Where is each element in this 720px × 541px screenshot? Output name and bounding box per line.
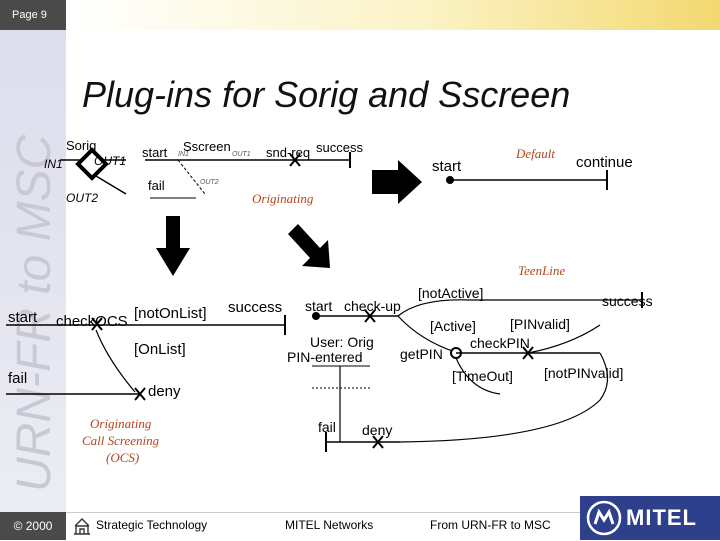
sorig-name: Sorig <box>66 138 96 153</box>
sscreen-fail: fail <box>148 178 165 193</box>
default-map: Default start continue <box>432 146 633 190</box>
sscreen-name: Sscreen <box>183 139 231 154</box>
footer-networks: MITEL Networks <box>285 518 374 532</box>
copyright-text: © 2000 <box>0 512 66 540</box>
default-start: start <box>432 158 462 175</box>
mitel-wordmark: MITEL <box>626 505 697 530</box>
arrow-down-icon <box>156 216 190 276</box>
teenline-start: start <box>305 298 332 314</box>
page-title: Plug-ins for Sorig and Sscreen <box>82 74 571 115</box>
teenline-user-orig: User: Orig <box>310 334 374 350</box>
sscreen-in1: IN1 <box>178 151 189 158</box>
sorig-in1: IN1 <box>44 157 63 171</box>
sorig-diamond-icon <box>75 147 109 181</box>
vertical-title: URN-FR to MSC <box>8 134 61 492</box>
arrow-to-default-icon <box>372 160 422 204</box>
teenline-get-pin: getPIN <box>400 346 443 362</box>
building-icon <box>74 518 90 535</box>
page-label: Page 9 <box>0 0 66 30</box>
ocs-fail: fail <box>8 370 27 387</box>
originating-label: Originating <box>252 191 314 206</box>
teenline-pin-valid: [PINvalid] <box>510 316 570 332</box>
default-continue: continue <box>576 154 633 171</box>
sorig-out2: OUT2 <box>66 191 98 205</box>
teenline-not-active: [notActive] <box>418 285 483 301</box>
ocs-map: start checkOCS [notOnList] success [OnLi… <box>6 299 286 465</box>
ocs-not-on-list: [notOnList] <box>134 305 207 322</box>
sorig-out1: OUT1 <box>94 154 126 168</box>
sscreen-success: success <box>316 140 363 155</box>
mitel-emblem-icon <box>586 500 622 536</box>
teenline-check-pin: checkPIN <box>470 335 530 351</box>
ocs-deny: deny <box>148 383 181 400</box>
sscreen-map: start Sscreen snd-req success fail IN1 O… <box>142 139 363 199</box>
header-bar <box>66 0 720 30</box>
ocs-caption-2: Call Screening <box>82 433 160 448</box>
ocs-on-list: [OnList] <box>134 341 186 358</box>
sorig-stub: Sorig IN1 OUT1 OUT2 <box>44 138 127 205</box>
diagram-canvas: Sorig IN1 OUT1 OUT2 start Sscreen snd-re… <box>6 138 653 465</box>
sidebar-band <box>0 0 66 512</box>
teenline-fail: fail <box>318 419 336 435</box>
arrow-diagonal-icon <box>288 224 330 268</box>
teenline-deny: deny <box>362 422 392 438</box>
teenline-success: success <box>602 293 653 309</box>
teenline-timeout: [TimeOut] <box>452 368 513 384</box>
ocs-success: success <box>228 299 282 316</box>
mitel-logo: MITEL <box>580 496 720 540</box>
ocs-check: checkOCS <box>56 313 128 330</box>
ocs-caption-3: (OCS) <box>106 450 139 465</box>
teenline-check-up: check-up <box>344 298 401 314</box>
teenline-active: [Active] <box>430 318 476 334</box>
ocs-start: start <box>8 309 38 326</box>
teenline-not-pin-valid: [notPINvalid] <box>544 365 623 381</box>
sscreen-start: start <box>142 145 168 160</box>
teenline-tag: TeenLine <box>518 263 565 278</box>
teenline-pin-entered: PIN-entered <box>287 349 362 365</box>
teenline-map: TeenLine start check-up [notActive] succ… <box>287 263 653 452</box>
default-tag: Default <box>515 146 555 161</box>
footer-strategic: Strategic Technology <box>96 518 208 532</box>
ocs-caption-1: Originating <box>90 416 152 431</box>
sscreen-out2: OUT2 <box>200 179 219 186</box>
footer-source: From URN-FR to MSC <box>430 518 551 532</box>
sscreen-out1: OUT1 <box>232 151 251 158</box>
vertical-title-text: URN-FR to MSC <box>8 134 61 492</box>
sscreen-snd-req: snd-req <box>266 145 310 160</box>
